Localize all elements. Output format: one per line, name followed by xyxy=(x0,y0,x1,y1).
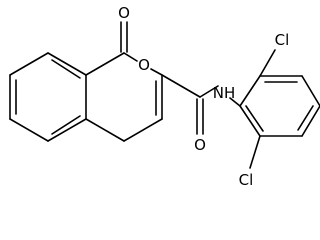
oxygen-label-carbonyl: O xyxy=(118,4,130,22)
bond xyxy=(47,118,87,142)
bond xyxy=(123,52,138,62)
bond xyxy=(199,85,219,98)
double-bond-inner xyxy=(297,105,314,131)
dichlorophenyl-ring xyxy=(239,49,320,169)
bond xyxy=(229,97,241,107)
pyranone-ring xyxy=(85,21,163,142)
bond xyxy=(123,118,163,142)
bond xyxy=(85,118,125,142)
oxygen-label-amide: O xyxy=(194,136,206,154)
bond xyxy=(150,68,163,76)
bond xyxy=(9,52,49,76)
bond xyxy=(47,52,87,76)
bond xyxy=(259,49,276,77)
bond xyxy=(161,74,201,98)
amide-group xyxy=(161,74,241,135)
chlorine-label-bottom: Cl xyxy=(239,171,254,189)
double-bond-inner xyxy=(51,115,81,135)
double-bond-inner xyxy=(51,59,81,79)
bond xyxy=(301,75,320,107)
bond xyxy=(85,52,125,76)
bond xyxy=(249,135,261,169)
oxygen-label-ring: O xyxy=(138,56,150,74)
chemical-structure-diagram: O O O NH Cl Cl xyxy=(9,4,320,189)
double-bond-inner xyxy=(245,105,264,132)
chlorine-label-top: Cl xyxy=(275,31,290,49)
nitrogen-label: NH xyxy=(213,84,236,102)
benzo-ring xyxy=(9,52,87,142)
bond xyxy=(9,118,49,142)
bond xyxy=(239,105,261,137)
bond xyxy=(301,105,320,137)
bond xyxy=(239,75,261,107)
